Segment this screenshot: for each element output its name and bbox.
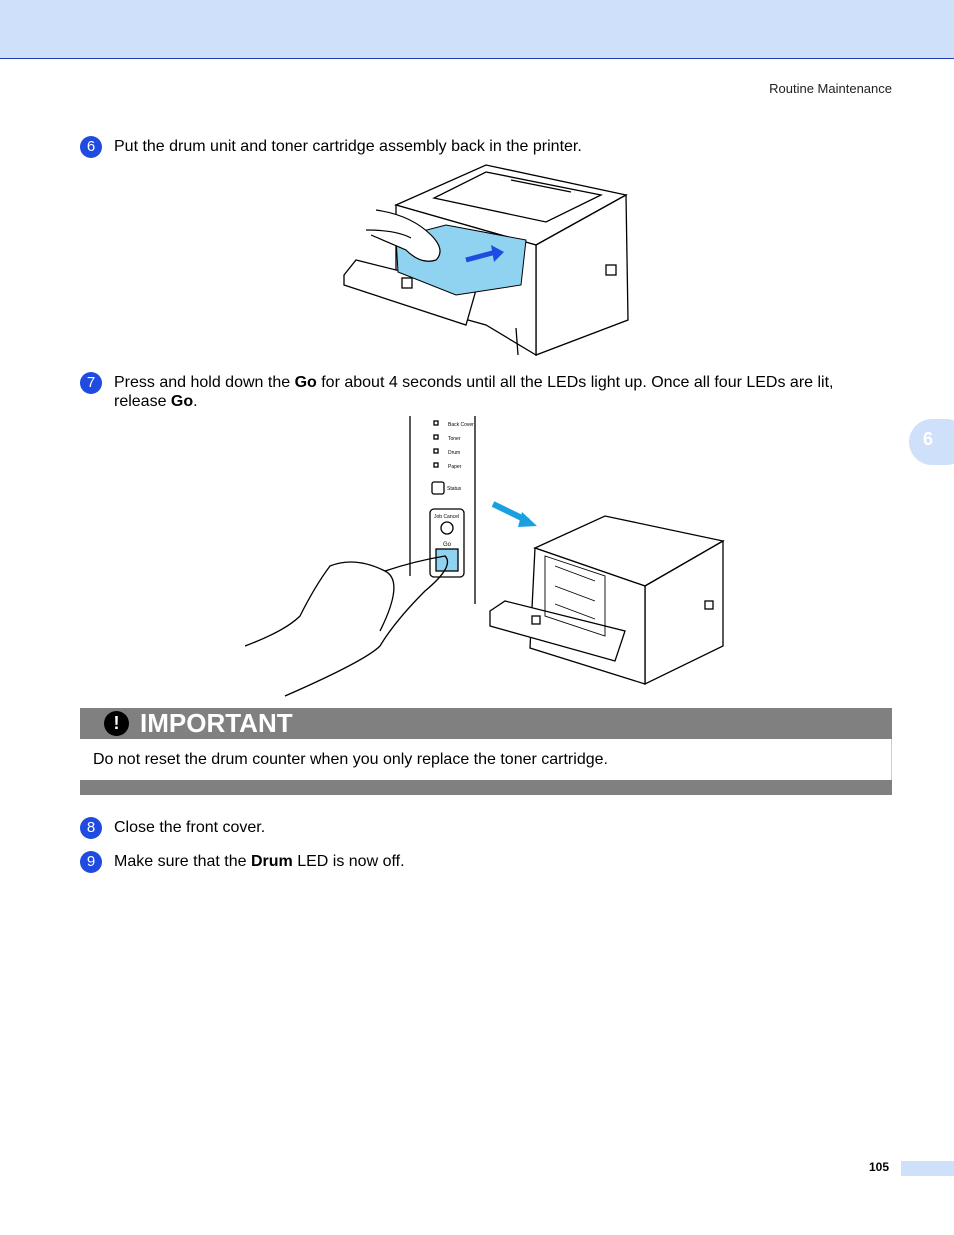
step-6-text: Put the drum unit and toner cartridge as… [114,138,582,155]
step-number-9: 9 [80,851,102,873]
go-label: Go [443,542,452,548]
step-8: 8 Close the front cover. [80,817,910,841]
led-label-back-cover: Back Cover [448,422,474,428]
step-7-text-part-3: release [114,393,171,410]
step-9: 9 Make sure that the Drum LED is now off… [80,851,910,875]
page-number: 105 [869,1160,890,1174]
step-7: 7 Press and hold down the Go for about 4… [80,372,910,414]
step-7-text-part-1: Press and hold down the [114,374,295,391]
control-panel-illustration: Back Cover Toner Drum Paper Status Job C… [245,416,725,697]
printer-drum-insert-illustration [343,164,629,357]
led-label-paper: Paper [448,464,462,470]
go-button-label: Go [294,374,317,391]
page-number-bar [901,1161,954,1176]
step-8-text: Close the front cover. [114,819,266,836]
important-banner: ! IMPORTANT [80,708,892,739]
step-number-6: 6 [80,136,102,158]
warning-icon: ! [104,711,129,736]
important-title: IMPORTANT [140,708,293,738]
step-7-text-part-4: . [193,393,198,410]
chapter-tab-label: 6 [923,429,934,449]
step-number-7: 7 [80,372,102,394]
important-footer-bar [80,780,892,795]
step-9-text-part-2: LED is now off. [292,853,405,870]
step-number-8: 8 [80,817,102,839]
led-label-drum: Drum [448,450,460,456]
go-button-label-2: Go [170,393,194,410]
job-cancel-label: Job Cancel [434,514,459,520]
step-7-text: Press and hold down the Go for about 4 s… [114,373,834,411]
top-banner [0,0,954,59]
chapter-tab[interactable]: 6 [909,419,954,465]
section-title: Routine Maintenance [769,81,892,96]
drum-led-label: Drum [250,853,293,870]
step-9-text: Make sure that the Drum LED is now off. [114,852,405,871]
important-text: Do not reset the drum counter when you o… [93,751,608,768]
step-9-text-part-1: Make sure that the [114,853,251,870]
step-6: 6 Put the drum unit and toner cartridge … [80,136,910,160]
status-label: Status [447,486,462,492]
led-label-toner: Toner [448,436,461,442]
step-7-text-part-2: for about 4 seconds until all the LEDs l… [316,374,834,391]
important-body: Do not reset the drum counter when you o… [80,739,892,780]
